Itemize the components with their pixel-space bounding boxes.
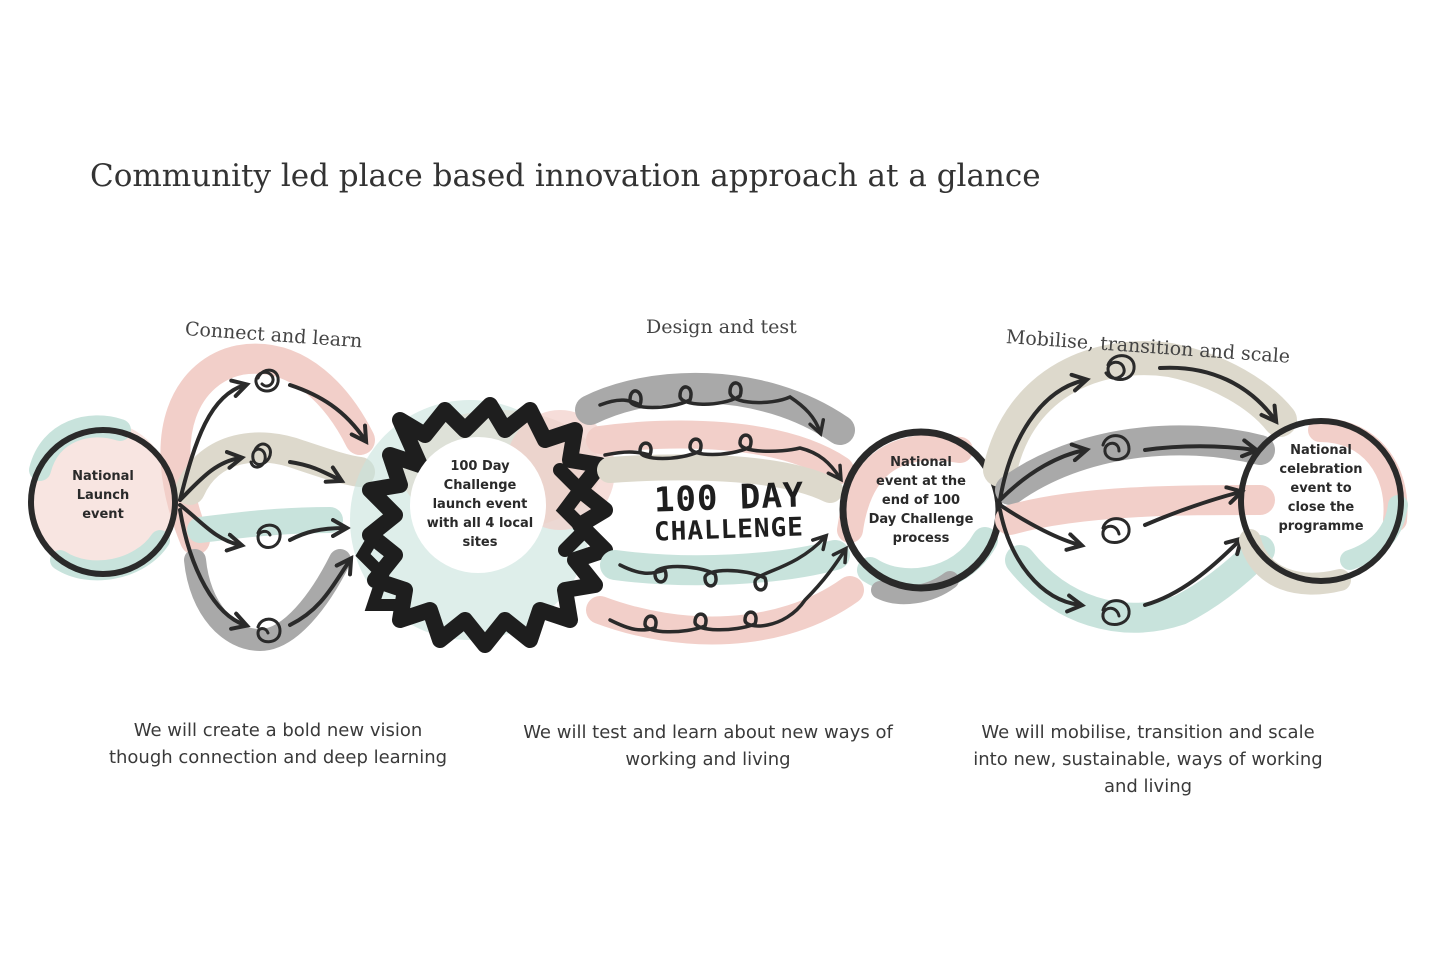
celebration-circle	[1238, 418, 1404, 584]
celebration-line: close the	[1287, 500, 1355, 515]
challenge-end-line: Day Challenge	[868, 512, 974, 527]
celebration-label: National celebration event to close the …	[1266, 441, 1376, 536]
band-grey-left	[184, 549, 351, 651]
celebration-line: programme	[1278, 519, 1364, 534]
challenge-launch-line: with all 4 local	[426, 516, 534, 531]
design-loop-arrows	[598, 381, 848, 634]
challenge-end-line: National	[890, 455, 952, 470]
band-teal-left	[187, 507, 343, 543]
challenge-launch-label: 100 Day Challenge launch event with all …	[418, 457, 542, 552]
challenge-launch-line: Challenge	[443, 478, 517, 493]
caption-design-line: We will test and learn about new ways of	[523, 722, 893, 743]
caption-connect: We will create a bold new vision though …	[80, 717, 476, 771]
scribble-knots-left	[249, 368, 282, 644]
challenge-end-label: National event at the end of 100 Day Cha…	[861, 453, 981, 548]
phase-label-design: Design and test	[646, 316, 797, 338]
caption-mobilise-line: and living	[1103, 776, 1193, 797]
caption-mobilise-line: We will mobilise, transition and scale	[981, 722, 1315, 743]
challenge-launch-line: sites	[462, 535, 498, 550]
band-pink-left	[160, 343, 375, 555]
challenge-end-line: end of 100	[881, 493, 961, 508]
challenge-launch-burst	[350, 397, 615, 653]
celebration-line: event to	[1290, 481, 1352, 496]
caption-design-line: working and living	[625, 749, 791, 770]
challenge-end-line: event at the	[876, 474, 966, 489]
caption-design: We will test and learn about new ways of…	[496, 719, 920, 773]
caption-mobilise: We will mobilise, transition and scale i…	[950, 719, 1346, 800]
national-launch-circle	[28, 427, 178, 577]
caption-connect-line: though connection and deep learning	[108, 747, 448, 768]
celebration-line: celebration	[1279, 462, 1363, 477]
connect-bands	[160, 343, 375, 651]
national-launch-line: National	[72, 469, 134, 484]
connect-arrows	[178, 378, 369, 631]
scribble-knots-right	[1101, 354, 1136, 626]
challenge-launch-line: launch event	[432, 497, 528, 512]
page-title: Community led place based innovation app…	[90, 158, 1041, 194]
caption-mobilise-line: into new, sustainable, ways of working	[973, 749, 1323, 770]
challenge-end-line: process	[892, 531, 950, 546]
national-launch-line: event	[82, 507, 124, 522]
challenge-title-line2: CHALLENGE	[653, 512, 805, 548]
mobilise-bands	[983, 341, 1297, 633]
national-launch-label: National Launch event	[53, 467, 153, 524]
mobilise-arrows	[998, 365, 1279, 614]
celebration-line: National	[1290, 443, 1352, 458]
caption-connect-line: We will create a bold new vision	[133, 720, 423, 741]
national-launch-line: Launch	[76, 488, 130, 503]
challenge-launch-line: 100 Day	[450, 459, 510, 474]
